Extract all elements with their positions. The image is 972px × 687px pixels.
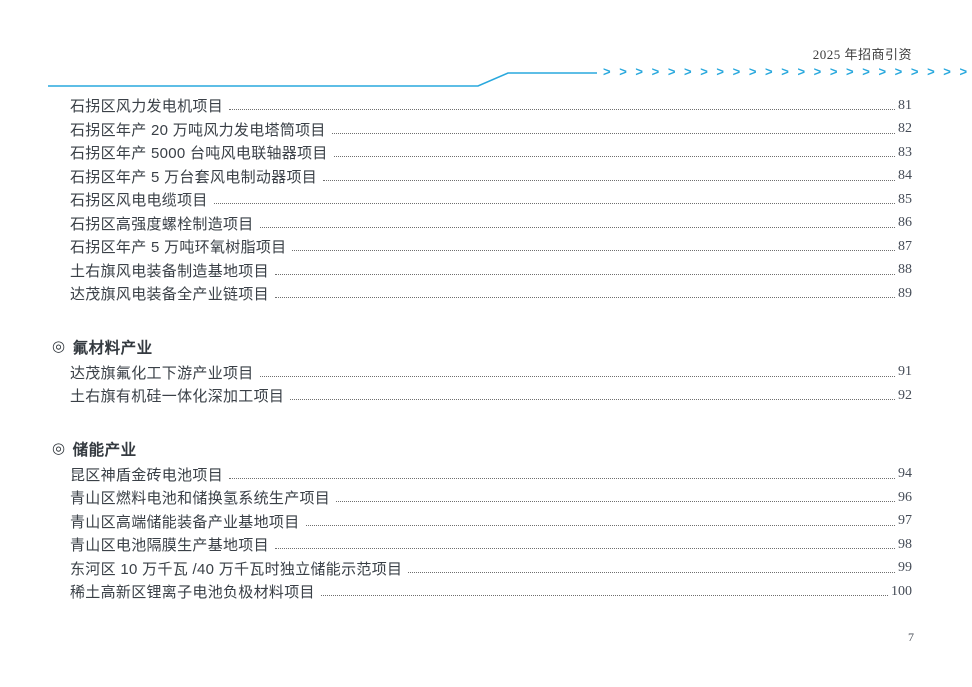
toc-entry-title: 石拐区风电电缆项目	[70, 192, 208, 210]
toc-entry-page: 81	[898, 97, 912, 113]
toc-entry-page: 99	[898, 560, 912, 576]
dotted-leader	[408, 571, 895, 573]
toc-entry-page: 100	[891, 583, 912, 599]
document-header-title: 2025 年招商引资	[812, 47, 912, 62]
toc-entry-title: 石拐区风力发电机项目	[70, 98, 224, 116]
toc-entry[interactable]: 东河区 10 万千瓦 /40 万千瓦时独立储能示范项目 99	[52, 557, 912, 581]
toc-entry[interactable]: 石拐区年产 20 万吨风力发电塔筒项目 82	[52, 118, 912, 142]
dotted-leader	[323, 179, 895, 181]
toc-entry-page: 96	[898, 489, 912, 505]
dotted-leader	[336, 501, 895, 503]
dotted-leader	[274, 273, 895, 275]
toc-section: ◎ 储能产业 昆区神盾金砖电池项目 94 青山区燃料电池和储换氢系统生产项目 9…	[52, 437, 912, 604]
toc-entry-page: 83	[898, 144, 912, 160]
dotted-leader	[259, 375, 895, 377]
toc-entry-page: 97	[898, 513, 912, 529]
dotted-leader	[331, 132, 895, 134]
dotted-leader	[213, 203, 895, 205]
toc-entry-page: 94	[898, 466, 912, 482]
toc-entry-page: 84	[898, 168, 912, 184]
toc-entry-page: 92	[898, 387, 912, 403]
section-entries: 石拐区风力发电机项目 81 石拐区年产 20 万吨风力发电塔筒项目 82 石拐区…	[52, 94, 912, 306]
dotted-leader	[305, 524, 895, 526]
toc: 石拐区风力发电机项目 81 石拐区年产 20 万吨风力发电塔筒项目 82 石拐区…	[52, 94, 912, 604]
dotted-leader	[259, 226, 895, 228]
section-heading: ◎ 氟材料产业	[52, 335, 912, 359]
toc-entry[interactable]: 石拐区高强度螺栓制造项目 86	[52, 212, 912, 236]
toc-entry-page: 85	[898, 191, 912, 207]
section-bullet-icon: ◎	[52, 440, 66, 457]
toc-entry-page: 87	[898, 238, 912, 254]
toc-section: 石拐区风力发电机项目 81 石拐区年产 20 万吨风力发电塔筒项目 82 石拐区…	[52, 94, 912, 306]
toc-entry-page: 82	[898, 121, 912, 137]
toc-entry-title: 达茂旗风电装备全产业链项目	[70, 286, 269, 304]
dotted-leader	[229, 477, 895, 479]
toc-entry-title: 石拐区高强度螺栓制造项目	[70, 215, 254, 233]
toc-entry-page: 86	[898, 215, 912, 231]
section-heading-label: 储能产业	[72, 441, 137, 459]
toc-entry[interactable]: 达茂旗风电装备全产业链项目 89	[52, 282, 912, 306]
chevron-right-icon-row: > > > > > > > > > > > > > > > > > > > > …	[603, 65, 968, 79]
toc-entry-page: 98	[898, 536, 912, 552]
toc-entry[interactable]: 石拐区风电电缆项目 85	[52, 188, 912, 212]
dotted-leader	[229, 109, 895, 111]
dotted-leader	[290, 399, 895, 401]
toc-entry-title: 青山区电池隔膜生产基地项目	[70, 537, 269, 555]
toc-entry-page: 88	[898, 262, 912, 278]
toc-entry-title: 土右旗有机硅一体化深加工项目	[70, 388, 285, 406]
toc-entry[interactable]: 石拐区风力发电机项目 81	[52, 94, 912, 118]
toc-entry[interactable]: 青山区燃料电池和储换氢系统生产项目 96	[52, 486, 912, 510]
section-entries: 昆区神盾金砖电池项目 94 青山区燃料电池和储换氢系统生产项目 96 青山区高端…	[52, 463, 912, 604]
toc-entry-title: 青山区燃料电池和储换氢系统生产项目	[70, 490, 331, 508]
toc-entry[interactable]: 昆区神盾金砖电池项目 94	[52, 463, 912, 487]
toc-entry-title: 东河区 10 万千瓦 /40 万千瓦时独立储能示范项目	[70, 560, 403, 578]
toc-entry-title: 稀土高新区锂离子电池负极材料项目	[70, 584, 315, 602]
dotted-leader	[292, 250, 895, 252]
toc-entry-page: 91	[898, 364, 912, 380]
toc-entry[interactable]: 土右旗有机硅一体化深加工项目 92	[52, 384, 912, 408]
toc-entry-title: 石拐区年产 5 万吨环氧树脂项目	[70, 239, 287, 257]
toc-entry-title: 石拐区年产 20 万吨风力发电塔筒项目	[70, 121, 326, 139]
dotted-leader	[333, 156, 895, 158]
toc-entry[interactable]: 石拐区年产 5 万台套风电制动器项目 84	[52, 165, 912, 189]
toc-entry-title: 达茂旗氟化工下游产业项目	[70, 364, 254, 382]
toc-entry[interactable]: 石拐区年产 5 万吨环氧树脂项目 87	[52, 235, 912, 259]
toc-entry-page: 89	[898, 285, 912, 301]
toc-entry[interactable]: 石拐区年产 5000 台吨风电联轴器项目 83	[52, 141, 912, 165]
section-entries: 达茂旗氟化工下游产业项目 91 土右旗有机硅一体化深加工项目 92	[52, 361, 912, 408]
toc-entry-title: 石拐区年产 5000 台吨风电联轴器项目	[70, 145, 328, 163]
toc-entry-title: 土右旗风电装备制造基地项目	[70, 262, 269, 280]
dotted-leader	[274, 297, 895, 299]
footer-page-number: 7	[908, 630, 914, 644]
toc-entry[interactable]: 土右旗风电装备制造基地项目 88	[52, 259, 912, 283]
toc-entry[interactable]: 青山区电池隔膜生产基地项目 98	[52, 533, 912, 557]
toc-section: ◎ 氟材料产业 达茂旗氟化工下游产业项目 91 土右旗有机硅一体化深加工项目 9…	[52, 335, 912, 408]
toc-entry[interactable]: 青山区高端储能装备产业基地项目 97	[52, 510, 912, 534]
section-heading-label: 氟材料产业	[72, 339, 153, 357]
section-heading: ◎ 储能产业	[52, 437, 912, 461]
toc-entry-title: 昆区神盾金砖电池项目	[70, 466, 224, 484]
toc-entry-title: 青山区高端储能装备产业基地项目	[70, 513, 300, 531]
dotted-leader	[320, 595, 888, 597]
toc-entry[interactable]: 达茂旗氟化工下游产业项目 91	[52, 361, 912, 385]
toc-entry-title: 石拐区年产 5 万台套风电制动器项目	[70, 168, 318, 186]
toc-entry[interactable]: 稀土高新区锂离子电池负极材料项目 100	[52, 580, 912, 604]
section-bullet-icon: ◎	[52, 338, 66, 355]
dotted-leader	[274, 548, 895, 550]
